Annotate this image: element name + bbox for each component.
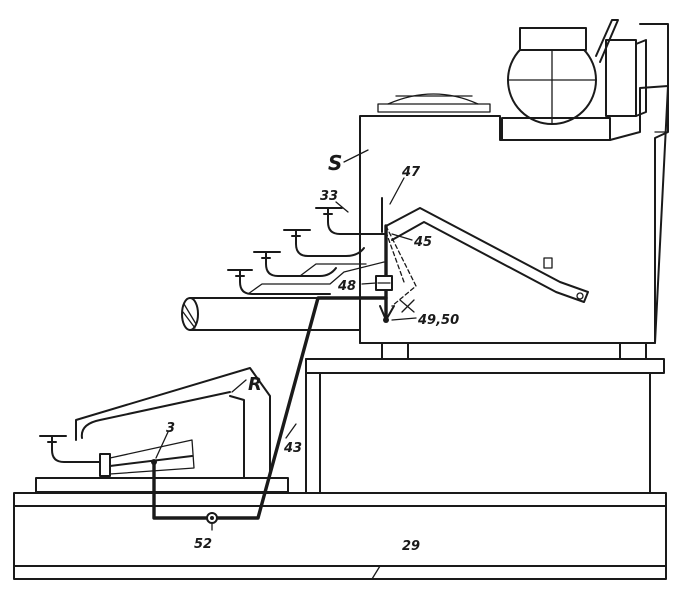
label-49-50: 49,50 [417, 313, 459, 328]
platform [305, 358, 665, 494]
label-45: 45 [413, 235, 432, 250]
linkage-45 [375, 197, 417, 323]
label-43: 43 [283, 441, 302, 456]
label-29: 29 [402, 539, 420, 554]
label-47: 47 [401, 165, 421, 180]
label-52: 52 [194, 537, 212, 552]
label-3: 3 [166, 421, 175, 436]
rod-43 [151, 296, 388, 524]
label-33: 33 [320, 189, 338, 204]
main-machine-s [359, 19, 669, 360]
label-s: S [328, 151, 342, 175]
small-machine-r [35, 367, 289, 493]
label-r: R [248, 374, 262, 395]
keyboard-s [181, 207, 589, 331]
label-48: 48 [337, 279, 356, 294]
leader-lines [155, 149, 417, 531]
reference-labels: S 47 33 45 48 49,50 R 3 43 52 29 [166, 151, 459, 554]
base-frame [13, 492, 667, 580]
